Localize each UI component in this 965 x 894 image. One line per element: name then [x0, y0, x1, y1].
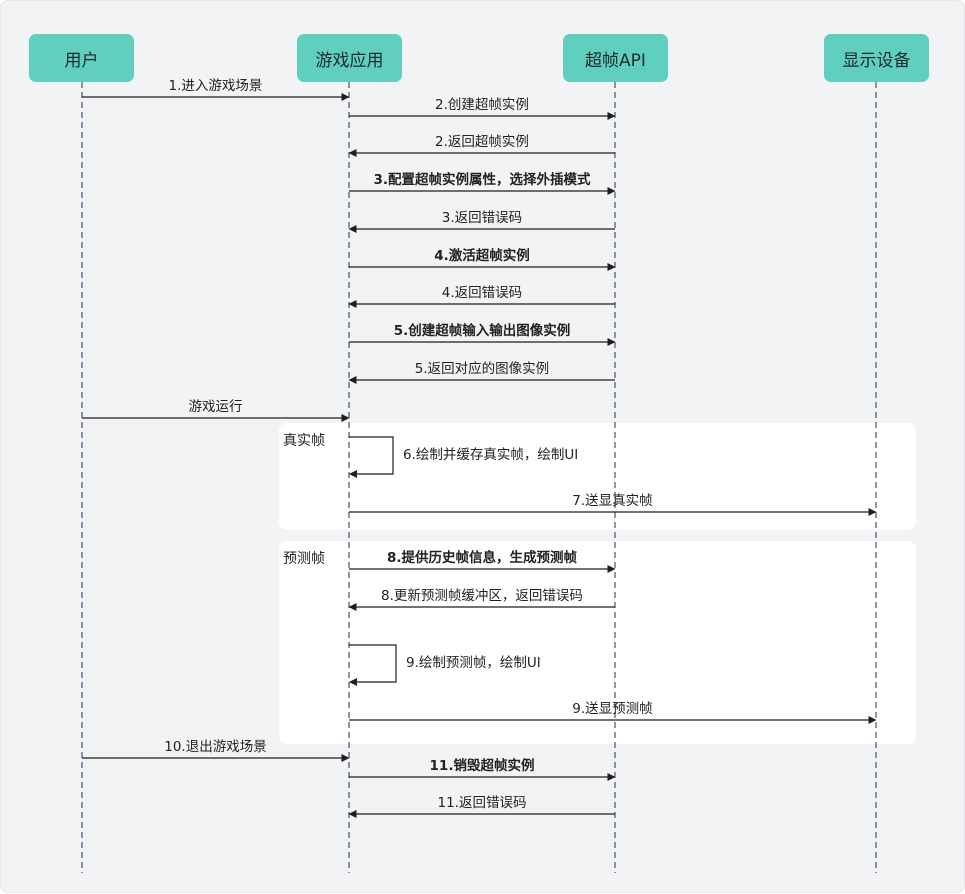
message-label: 3.配置超帧实例属性，选择外插模式 [373, 172, 591, 188]
message-label: 游戏运行 [188, 399, 243, 415]
message-label: 3.返回错误码 [441, 210, 523, 226]
message-label: 6.绘制并缓存真实帧，绘制UI [403, 446, 579, 463]
actor-game: 游戏应用 [297, 34, 402, 82]
message-label: 9.送显预测帧 [572, 701, 653, 717]
message-label: 5.返回对应的图像实例 [414, 361, 550, 377]
message-label: 4.返回错误码 [441, 285, 523, 301]
frame-predicted-label: 预测帧 [283, 551, 325, 567]
message-label: 11.销毁超帧实例 [429, 758, 535, 774]
message-label: 10.退出游戏场景 [164, 739, 267, 755]
message-label: 7.送显真实帧 [572, 493, 653, 509]
message-label: 8.更新预测帧缓冲区，返回错误码 [381, 588, 583, 604]
message-label: 2.返回超帧实例 [435, 134, 529, 150]
message-label: 5.创建超帧输入输出图像实例 [393, 323, 571, 339]
message-label: 9.绘制预测帧，绘制UI [406, 654, 541, 671]
actor-user: 用户 [29, 34, 134, 82]
actor-api: 超帧API [563, 34, 668, 82]
message-label: 11.返回错误码 [437, 795, 527, 811]
frame-real-label: 真实帧 [283, 433, 325, 449]
self-message-arrow [349, 436, 394, 478]
message-label: 8.提供历史帧信息，生成预测帧 [386, 550, 578, 566]
frame-predicted [279, 541, 916, 744]
self-message-arrow [349, 644, 397, 686]
message-label: 2.创建超帧实例 [435, 97, 529, 113]
message-label: 4.激活超帧实例 [434, 248, 530, 264]
actor-display: 显示设备 [824, 34, 929, 82]
message-label: 1.进入游戏场景 [168, 78, 263, 94]
